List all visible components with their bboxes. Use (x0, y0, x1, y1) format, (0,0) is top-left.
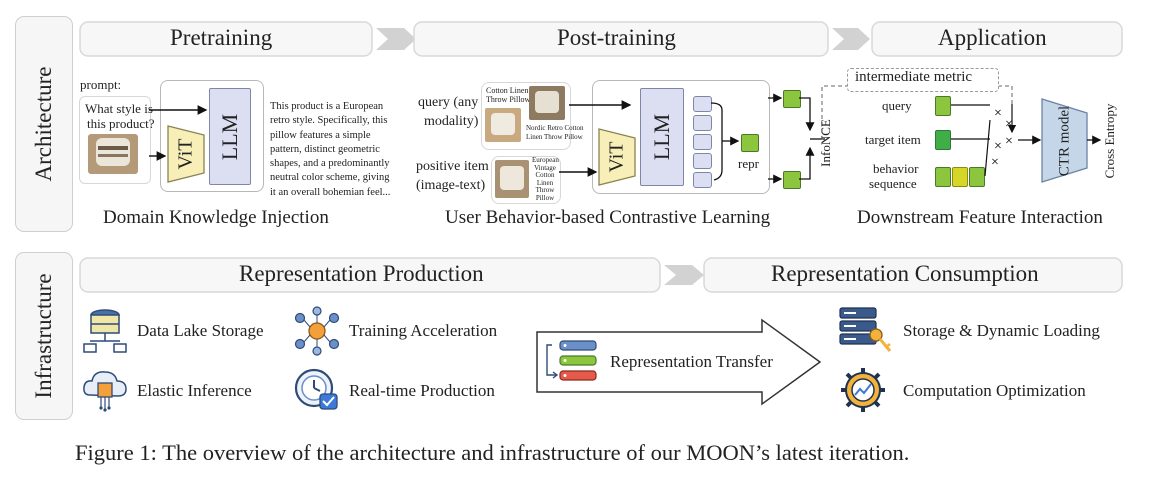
post-training-caption: User Behavior-based Contrastive Learning (445, 207, 771, 228)
application-interactions: × × × × × (951, 98, 1102, 183)
positive-label-line-2: (image-text) (416, 178, 486, 193)
query-image-2 (529, 86, 565, 120)
output-line: neutral color scheme, giving (270, 172, 390, 184)
output-line: This product is a European (270, 101, 384, 112)
app-target-embedding (935, 130, 951, 150)
stage-application-label: Application (938, 25, 1047, 50)
stage-pretraining-label: Pretraining (170, 25, 273, 50)
query-label-line-2: modality) (424, 114, 479, 129)
repr-label: repr (738, 156, 759, 171)
database-icon (83, 309, 127, 353)
token (693, 115, 712, 131)
cross-entropy-label: Cross Entropy (1100, 98, 1120, 184)
prompt-text-line-2: this product? (87, 116, 155, 131)
svg-text:×: × (1005, 134, 1013, 149)
app-target-item-label: target item (865, 132, 921, 147)
gear-chart-icon (841, 368, 885, 412)
pretraining-output-text: This product is a European retro style. … (270, 100, 390, 200)
representation-production-title: Representation Production (239, 261, 484, 286)
token (693, 134, 712, 150)
token (693, 96, 712, 112)
output-line: retro style. Specifically, this (270, 115, 388, 127)
cross-entropy-text: Cross Entropy (1102, 103, 1117, 179)
prompt-text-line-1: What style is (85, 101, 153, 116)
positive-embedding (783, 171, 801, 189)
app-behavior-label-line-1: behavior (873, 161, 919, 176)
vit-trapezoid-post-training (598, 128, 636, 186)
output-line: pattern, distinct geometric (270, 143, 380, 155)
output-line: pillow features a simple (270, 129, 371, 141)
positive-text-line: Vintage (534, 163, 556, 172)
positive-text-line: Pillow (535, 193, 555, 202)
vit-trapezoid-pretraining (167, 125, 205, 183)
app-query-label: query (882, 98, 912, 113)
transfer-icon (546, 340, 597, 381)
output-line: it an overall bohemian feel... (270, 186, 391, 198)
positive-text-line: Throw (535, 186, 555, 194)
svg-text:×: × (1005, 117, 1013, 132)
stage-post-training-label: Post-training (557, 25, 676, 50)
svg-text:×: × (991, 155, 999, 170)
app-behavior-label-line-2: sequence (869, 176, 917, 191)
positive-text-line: Linen (536, 178, 554, 187)
representation-transfer-label: Representation Transfer (610, 352, 773, 371)
positive-text-line: Cotton (535, 171, 555, 179)
neural-network-icon (294, 306, 340, 356)
behavior-embedding (952, 167, 968, 187)
storage-dynamic-loading-label: Storage & Dynamic Loading (903, 321, 1100, 340)
query-text-1-line-2: Throw Pillow (486, 95, 531, 104)
svg-text:×: × (994, 106, 1002, 121)
positive-label-line-1: positive item (416, 159, 489, 174)
query-text-1-line-1: Cotton Linen (486, 86, 529, 95)
positive-text-line: European (532, 156, 559, 164)
figure-caption: Figure 1: The overview of the architectu… (75, 440, 910, 465)
token (693, 153, 712, 169)
infrastructure-row-label-box: Infrastructure (15, 252, 73, 420)
token (693, 172, 712, 188)
query-text-2-line-1: Nordic Retro Cotton (526, 124, 584, 132)
query-embedding (783, 90, 801, 108)
positive-text: European Vintage Cotton Linen Throw Pill… (532, 156, 559, 202)
ctr-model-label: CTR model (1056, 105, 1072, 176)
pretraining-caption: Domain Knowledge Injection (103, 207, 329, 228)
behavior-embedding (969, 167, 985, 187)
query-image-1 (485, 108, 521, 142)
architecture-row-label-box: Architecture (15, 16, 73, 232)
real-time-production-label: Real-time Production (349, 381, 495, 400)
prompt-label: prompt: (80, 77, 122, 92)
server-key-icon (839, 307, 892, 352)
llm-pretraining: LLM (209, 88, 251, 185)
representation-consumption-title: Representation Consumption (771, 261, 1039, 286)
training-acceleration-label: Training Acceleration (349, 321, 498, 340)
computation-optimization-label: Computation Optimization (903, 381, 1086, 400)
output-line: shapes, and a predominantly (270, 158, 390, 170)
query-text-2-line-2: Linen Throw Pillow (526, 133, 583, 141)
post-training-arrows (559, 85, 1013, 184)
cloud-chip-icon (83, 371, 127, 412)
pretraining-arrows (149, 105, 208, 161)
intermediate-metric-label: intermediate metric (855, 69, 973, 85)
query-label-line-1: query (any (418, 95, 479, 110)
ctr-model: CTR model (1042, 99, 1087, 182)
svg-text:×: × (994, 139, 1002, 154)
behavior-embedding (935, 167, 951, 187)
intermediate-metric-box (847, 68, 999, 92)
elastic-inference-label: Elastic Inference (137, 381, 252, 400)
llm-post-training: LLM (640, 88, 684, 186)
data-lake-storage-label: Data Lake Storage (137, 321, 264, 340)
clock-check-icon (294, 368, 338, 410)
positive-image (495, 160, 529, 198)
application-caption: Downstream Feature Interaction (857, 207, 1103, 228)
app-query-embedding (935, 96, 951, 116)
repr-embedding (741, 134, 759, 152)
pillow-image (88, 134, 138, 174)
